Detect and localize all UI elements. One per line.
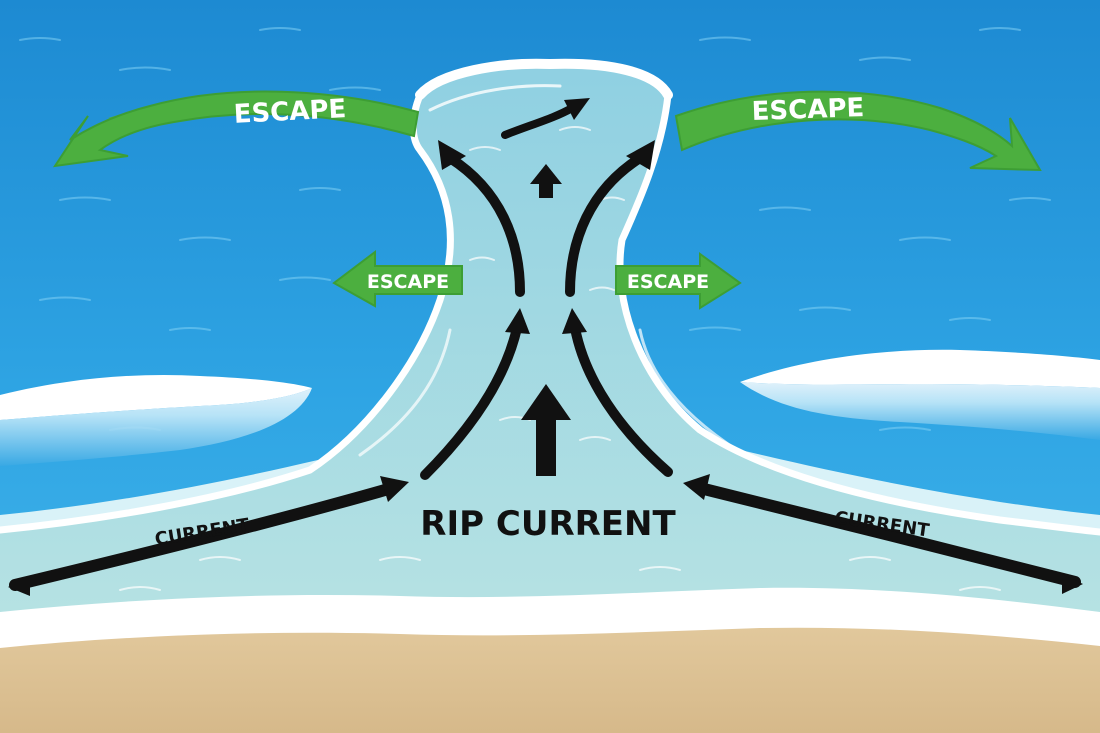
rip-current-title: RIP CURRENT <box>420 504 676 544</box>
escape-top-left-arrow <box>52 90 420 168</box>
rip-flow-right-lower <box>562 308 673 477</box>
up-arrow-icon <box>530 164 562 198</box>
escape-label-top-left: ESCAPE <box>233 94 347 130</box>
arrow-icon <box>380 476 409 502</box>
rip-foam-edges <box>0 58 1100 536</box>
wave-right <box>740 349 1100 440</box>
escape-top-right-arrow <box>674 90 1042 172</box>
current-right-arrow <box>683 474 1083 594</box>
arrow-icon <box>683 474 710 500</box>
arrow-icon <box>615 252 742 310</box>
current-left-arrow <box>8 476 409 596</box>
rip-flow-top <box>501 98 590 139</box>
escape-label-mid-left: ESCAPE <box>367 271 449 293</box>
escape-label-top-right: ESCAPE <box>751 93 864 127</box>
rip-flow-right-upper <box>565 140 655 297</box>
wave-left <box>0 374 312 466</box>
escape-mid-right-arrow <box>615 252 742 310</box>
shore-wash-foam <box>0 587 1100 648</box>
rip-flow-left-upper <box>438 140 525 297</box>
up-arrow-icon <box>521 384 571 476</box>
rip-foam-texture <box>119 126 1001 591</box>
arrow-icon <box>332 249 463 308</box>
beach-sand <box>0 619 1100 733</box>
rip-flow-left-lower <box>420 308 530 480</box>
curved-arrow-icon <box>674 90 1042 172</box>
escape-label-mid-right: ESCAPE <box>627 271 709 293</box>
escape-mid-left-arrow <box>332 249 463 308</box>
